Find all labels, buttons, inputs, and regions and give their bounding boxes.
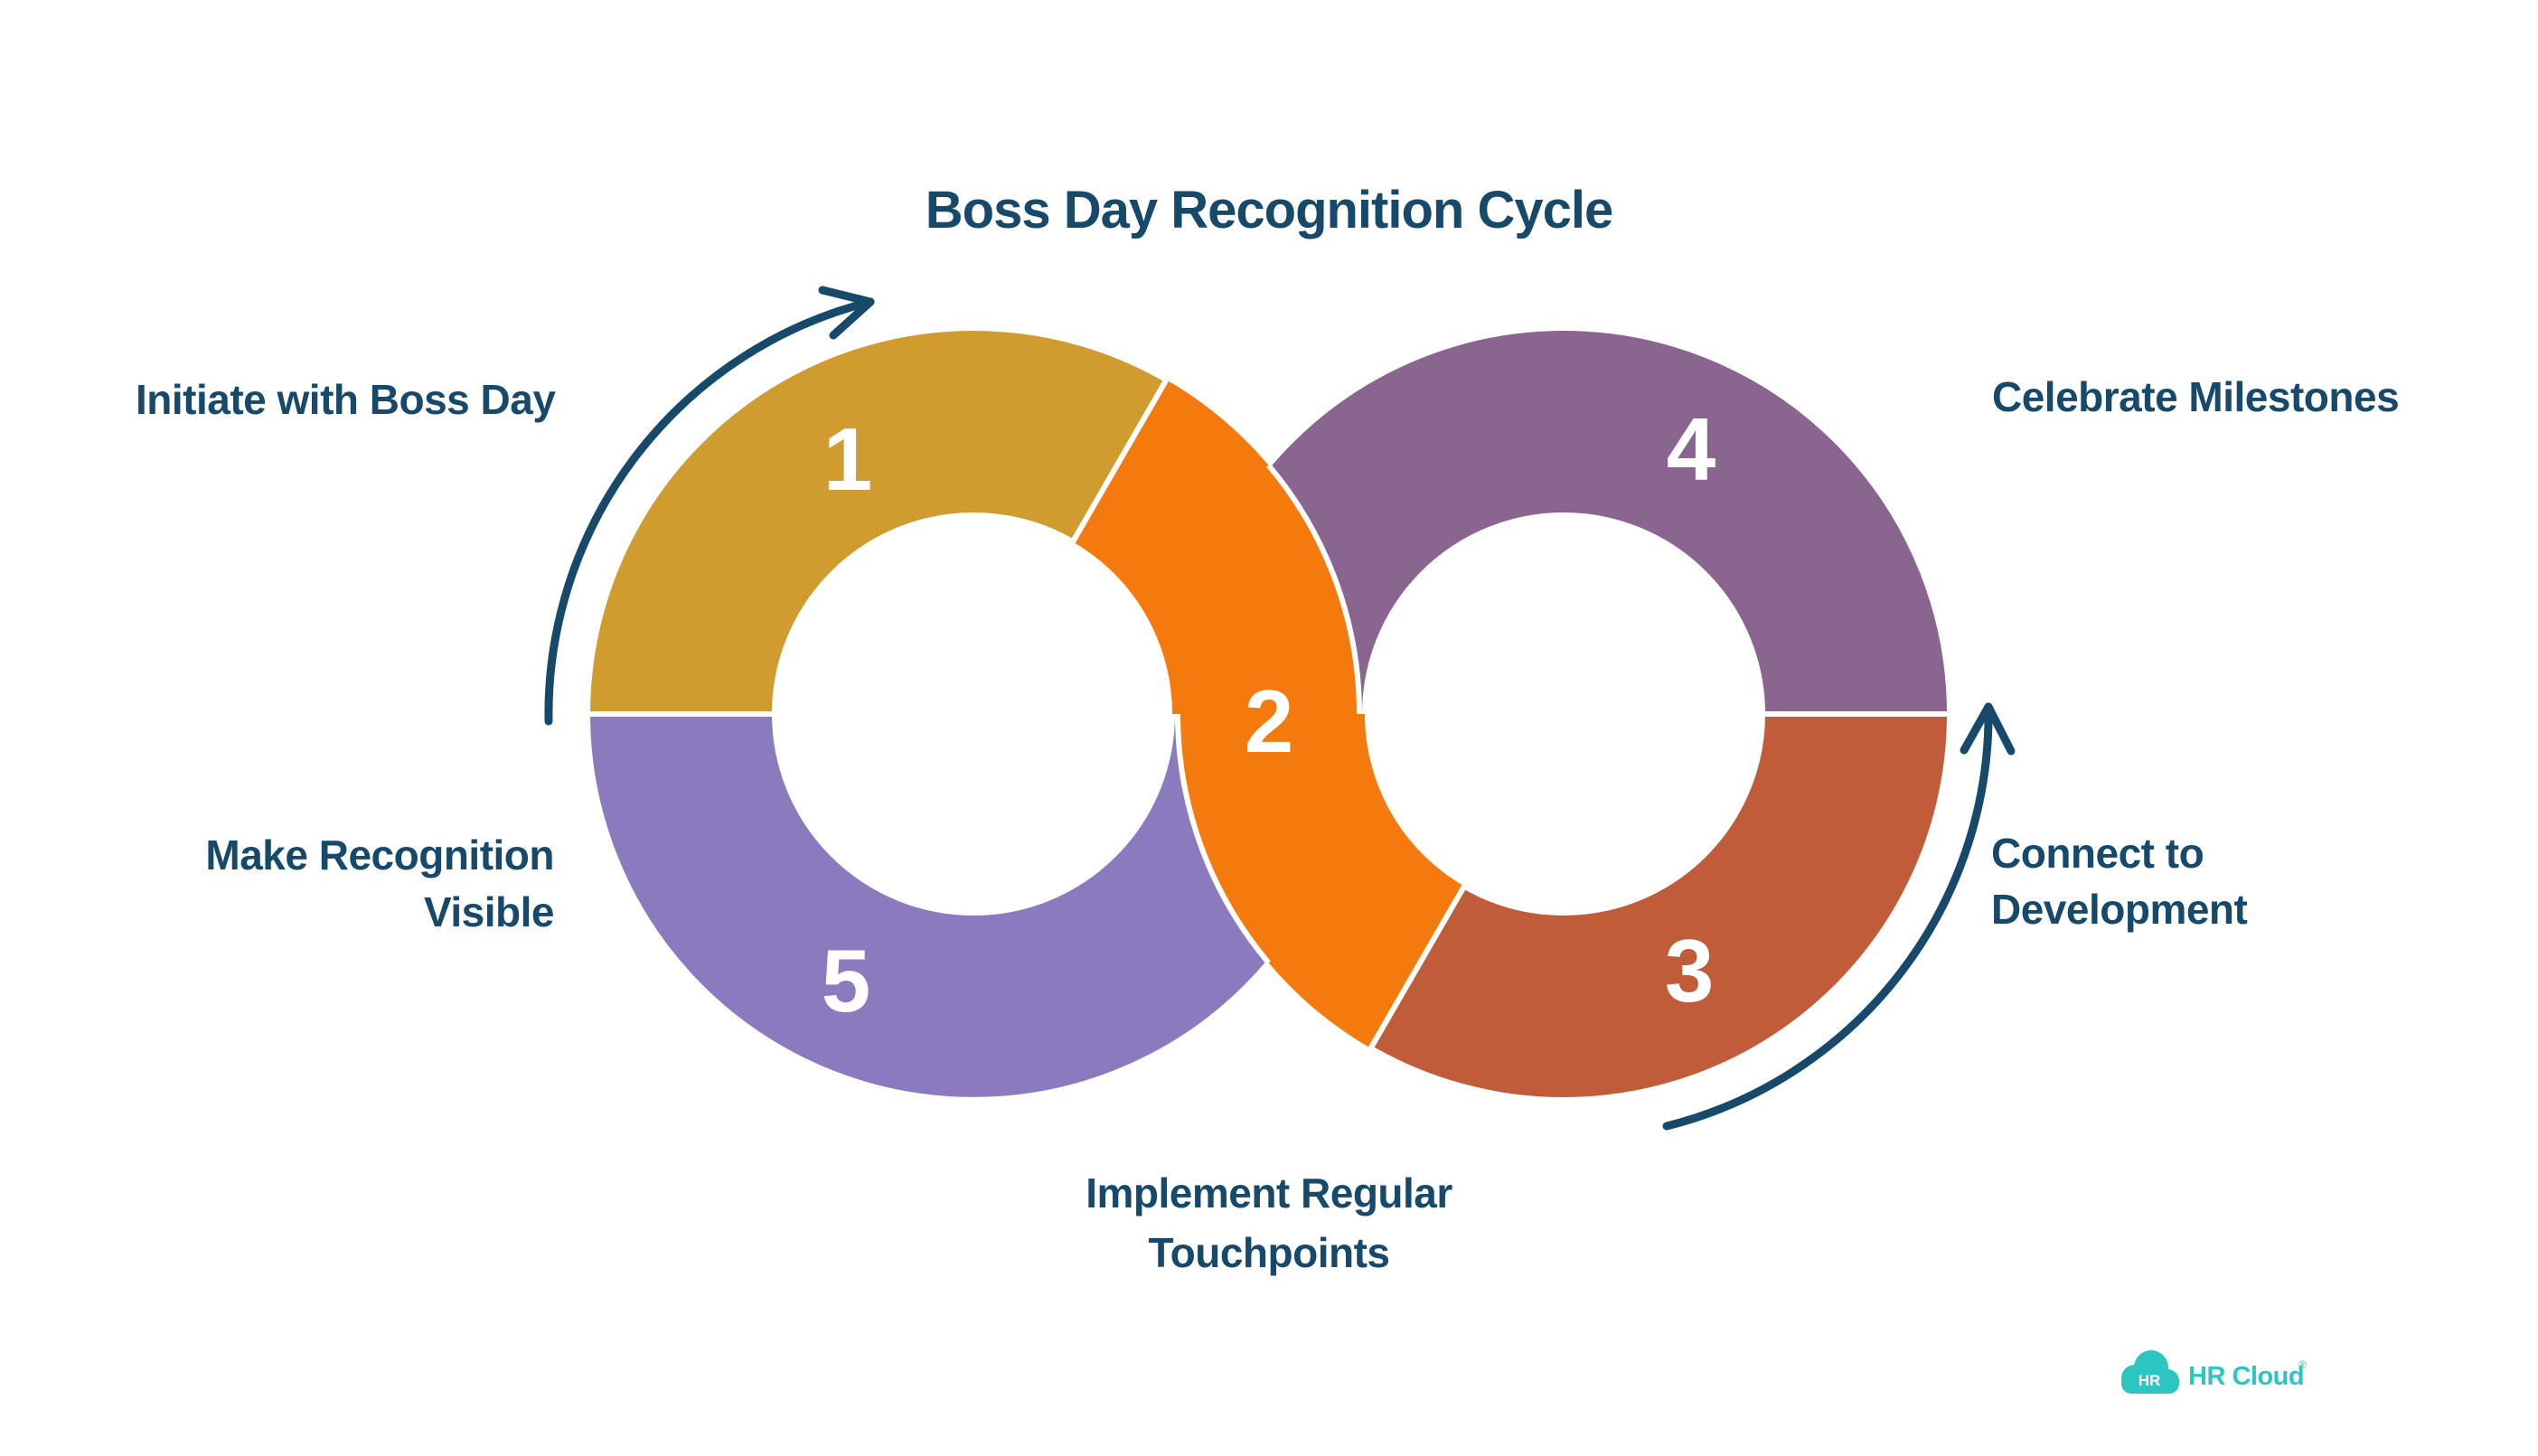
step-3-number: 3 (1665, 921, 1715, 1020)
cycle-arrow-bottom-right-curve (1662, 702, 1993, 1131)
cycle-arrow-bottom-right (1662, 702, 2016, 1131)
separator-2-4 (1266, 463, 1362, 715)
cloud-shape-base (2121, 1373, 2179, 1394)
segment-5-make-recognition-visible (584, 711, 1363, 1103)
step-4-label: Celebrate Milestones (1992, 373, 2399, 420)
segment-separators (1070, 378, 1467, 1050)
step-2-label-line2: Touchpoints (1148, 1229, 1389, 1276)
step-5-label-line2: Visible (424, 888, 554, 935)
segment-1-initiate-with-boss-day (584, 324, 1170, 717)
segment-4-celebrate-milestones (1174, 325, 1953, 717)
step-2-number: 2 (1245, 672, 1294, 771)
step-3-label-line2: Development (1991, 886, 2248, 933)
step-2-label-line1: Implement Regular (1086, 1169, 1452, 1216)
diagram-title: Boss Day Recognition Cycle (926, 181, 1612, 240)
step-5-label-line1: Make Recognition (205, 831, 554, 878)
arrowhead-icon (818, 286, 875, 340)
brand-reg-mark: ® (2298, 1358, 2307, 1371)
separator-1-2 (1070, 378, 1170, 543)
step-1-number: 1 (823, 409, 873, 509)
step-3-label-line1: Connect to (1991, 830, 2204, 877)
cloud-monogram-text: HR (2138, 1372, 2161, 1389)
separator-2-3 (1368, 885, 1467, 1050)
step-4-number: 4 (1667, 399, 1716, 499)
cycle-arrow-top-left-curve (544, 297, 875, 726)
brand-wordmark: HR Cloud (2188, 1362, 2304, 1391)
step-5-number: 5 (822, 931, 871, 1030)
cycle-arrow-top-left (544, 286, 875, 726)
step-1-label: Initiate with Boss Day (136, 376, 556, 423)
segment-3-connect-to-development (1367, 711, 1953, 1104)
separator-2-5 (1175, 713, 1271, 965)
hr-cloud-icon: HR (2121, 1350, 2179, 1394)
arrowhead-icon (1960, 702, 2016, 756)
segment-2-implement-regular-touchpoints (1073, 380, 1464, 1048)
hr-cloud-logo: HR HR Cloud ® (2121, 1350, 2307, 1394)
